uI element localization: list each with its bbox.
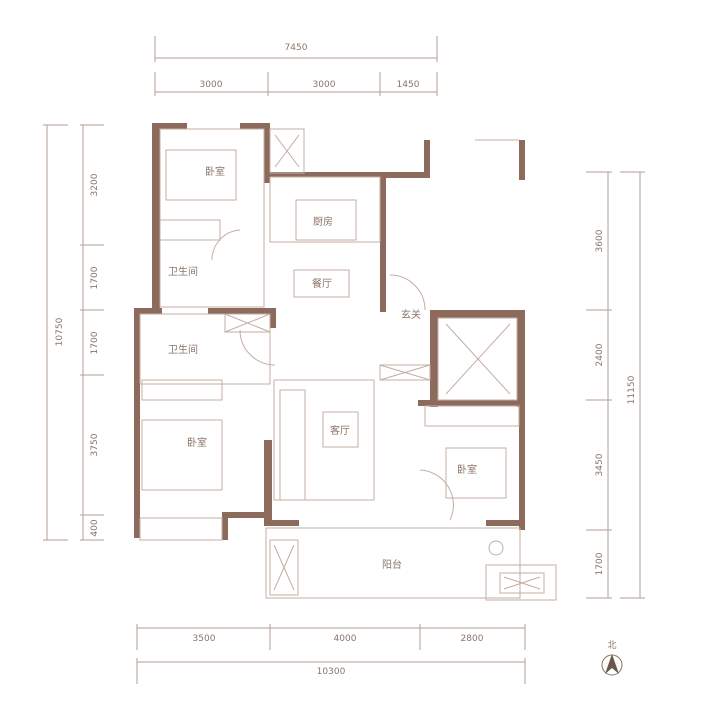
bottom-dim-3: 2800 (461, 634, 484, 644)
left-dim-1: 3200 (90, 173, 100, 196)
room-living: 客厅 (330, 424, 350, 437)
right-dim-4: 1700 (595, 552, 605, 575)
north-arrow-icon (605, 654, 619, 674)
right-dim-2: 2400 (595, 343, 605, 366)
compass-label: 北 (607, 640, 616, 651)
room-labels: 卧室 厨房 餐厅 卫生间 卫生间 玄关 客厅 卧室 卧室 阳台 (168, 165, 477, 571)
room-bathroom-lower: 卫生间 (168, 343, 198, 356)
top-dim-2: 3000 (313, 80, 336, 90)
left-dim-2: 1700 (90, 266, 100, 289)
bottom-dimensions: 3500 4000 2800 10300 (136, 624, 526, 684)
right-total-dim: 11150 (627, 375, 637, 404)
bottom-total-dim: 10300 (317, 667, 346, 677)
interior-lines (139, 128, 557, 601)
room-bedroom-left: 卧室 (187, 436, 207, 449)
room-bedroom-top: 卧室 (205, 165, 225, 178)
left-dim-4: 3750 (90, 433, 100, 456)
left-dim-3: 1700 (90, 331, 100, 354)
right-dim-1: 3600 (595, 229, 605, 252)
left-dim-5: 400 (90, 519, 100, 536)
room-kitchen: 厨房 (313, 215, 333, 228)
room-bedroom-right: 卧室 (457, 463, 477, 476)
bottom-dim-1: 3500 (193, 634, 216, 644)
top-total-dim: 7450 (285, 43, 308, 53)
room-balcony: 阳台 (382, 558, 402, 571)
right-dim-3: 3450 (595, 453, 605, 476)
walls (134, 123, 525, 540)
left-total-dim: 10750 (55, 317, 65, 346)
north-compass: 北 (601, 640, 623, 676)
top-dimensions: 7450 3000 3000 1450 (154, 36, 438, 96)
top-dim-1: 3000 (200, 80, 223, 90)
room-bathroom-top: 卫生间 (168, 265, 198, 278)
bottom-dim-2: 4000 (334, 634, 357, 644)
top-dim-3: 1450 (397, 80, 420, 90)
room-entrance: 玄关 (401, 308, 421, 321)
left-dimensions: 10750 3200 1700 1700 3750 400 (43, 124, 104, 541)
right-dimensions: 11150 3600 2400 3450 1700 (586, 171, 645, 599)
room-dining: 餐厅 (312, 277, 332, 290)
